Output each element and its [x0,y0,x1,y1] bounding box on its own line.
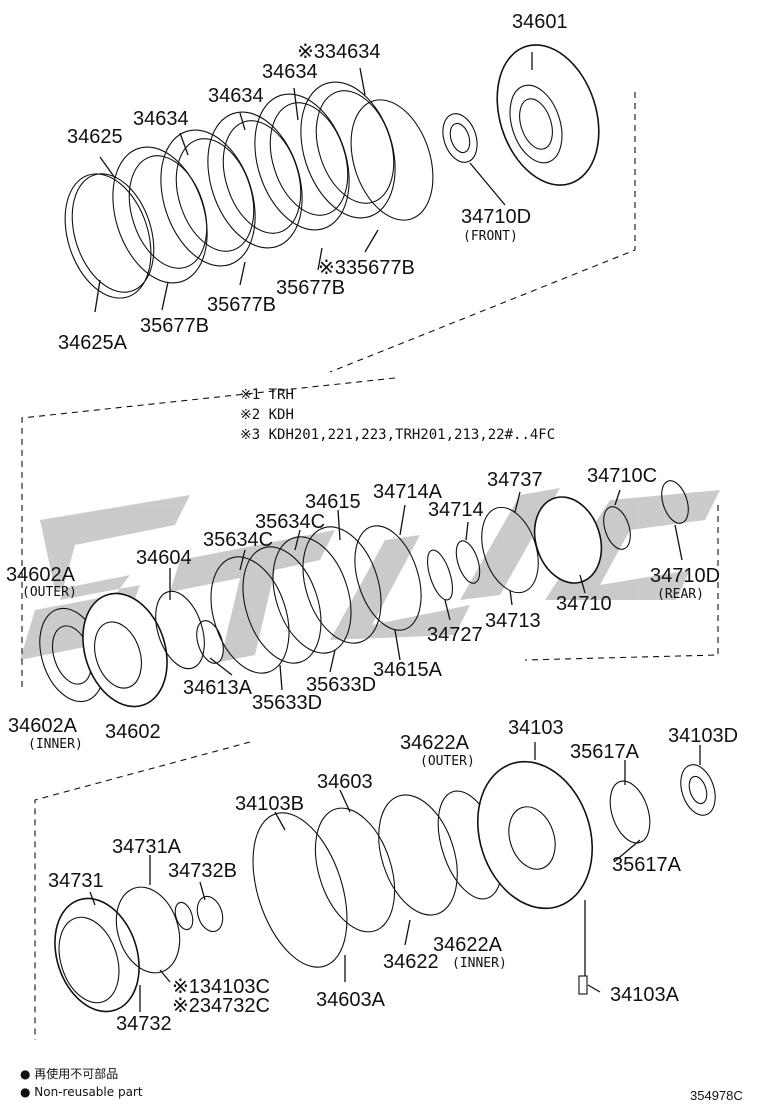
part-label: 34615A [373,659,442,681]
planetary-middle [39,480,689,708]
part-label: 34604 [136,547,192,569]
part-label: 35633D [252,692,323,714]
clutch-pack-top [64,44,600,299]
part-label: 34625 [67,126,123,148]
part-sublabel: (OUTER) [420,754,475,769]
part-label: 34602 [105,721,161,743]
part-label: 34613A [183,677,252,699]
part-sublabel: (OUTER) [22,585,77,600]
part-label: 35677B [276,277,345,299]
part-label: 34103A [610,984,679,1006]
part-label: 34727 [427,624,483,646]
note-line: ※2 KDH [240,407,294,423]
part-label: 34634 [208,85,264,107]
part-label: 35633D [306,674,377,696]
part-label: ※134103C [172,976,270,998]
part-label: 34622A [433,934,502,956]
part-label: ※334634 [297,41,381,63]
part-label: 34731A [112,836,181,858]
note-line: ※3 KDH201,221,223,TRH201,213,22#..4FC [240,427,556,443]
part-label: 34615 [305,491,361,513]
legend-english: ● Non-reusable part [20,1085,143,1099]
part-label: 34634 [262,61,318,83]
part-sublabel: (INNER) [28,737,83,752]
part-label: 34737 [487,469,543,491]
part-label: 34622A [400,732,469,754]
part-label: 34710 [556,593,612,615]
part-label: 34625A [58,332,127,354]
part-sublabel: (REAR) [657,587,704,602]
part-label: 35677B [140,315,209,337]
part-label: ※335677B [318,257,415,279]
part-label: 34714A [373,481,442,503]
leader-lines [89,52,701,1012]
part-label: ※234732C [172,995,270,1017]
part-label: 34602A [6,564,75,586]
part-label: 34601 [512,11,568,33]
part-label: 35634C [255,511,326,533]
legend-japanese: ● 再使用不可部品 [20,1067,119,1081]
part-label: 34732 [116,1013,172,1035]
note-line: ※1 TRH [240,387,294,403]
part-label: 35677B [207,294,276,316]
part-label: 35617A [612,854,681,876]
part-label: 34634 [133,108,189,130]
part-label: 34732B [168,860,237,882]
part-sublabel: (INNER) [452,956,507,971]
part-label: 34602A [8,715,77,737]
part-label: 35634C [203,529,274,551]
part-label: 34603 [317,771,373,793]
part-label: 34103 [508,717,564,739]
diagram-code: 354978C [690,1088,743,1103]
part-label: 34713 [485,610,541,632]
part-label: 34622 [383,951,439,973]
part-label: 34103D [668,725,739,747]
part-label: 34710D [650,565,721,587]
part-label: 34603A [316,989,385,1011]
part-label: 34731 [48,870,104,892]
brake-bottom [54,760,716,1013]
part-sublabel: (FRONT) [463,229,518,244]
part-label: 34103B [235,793,304,815]
part-label: 35617A [570,741,639,763]
part-label: 34714 [428,499,484,521]
part-label: 34710C [587,465,658,487]
part-label: 34710D [461,206,532,228]
section-borders [21,92,719,1040]
